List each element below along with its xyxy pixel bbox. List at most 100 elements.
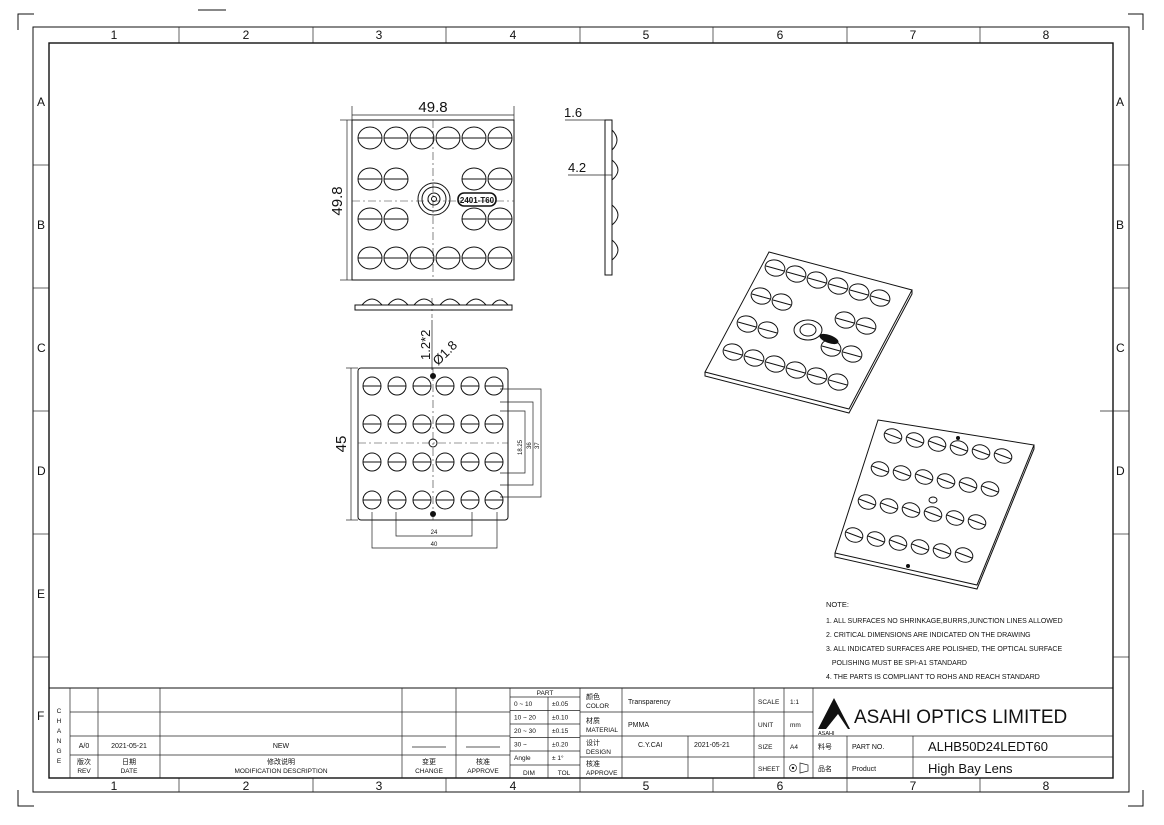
design-label: DESIGN (586, 749, 611, 756)
column-label: 1 (111, 779, 118, 793)
desc-label-cn: 修改说明 (267, 757, 295, 766)
partno-value: ALHB50D24LEDT60 (928, 739, 1048, 754)
side-view: 1.6 4.2 (564, 105, 619, 276)
note-2: 2. CRITICAL DIMENSIONS ARE INDICATED ON … (826, 632, 1031, 639)
row-label: B (1116, 218, 1124, 232)
row-label: E (37, 587, 45, 601)
dim-top-width: 49.8 (418, 99, 447, 116)
dim-hole-dia: Ø1.8 (430, 338, 461, 369)
note-3: 3. ALL INDICATED SURFACES ARE POLISHED, … (826, 646, 1062, 653)
dim-37: 37 (535, 442, 541, 449)
dim-40: 40 (431, 542, 438, 548)
projection-symbol-icon (789, 762, 809, 774)
date-label: DATE (121, 768, 139, 775)
zone-ticks (33, 27, 1129, 792)
row-label: D (1116, 464, 1125, 478)
note-4: POLISHING MUST BE SPI-A1 STANDARD (826, 660, 967, 667)
color-label: COLOR (586, 703, 609, 710)
approve-label: APPROVE (467, 768, 499, 775)
color-value: Transparency (628, 699, 671, 706)
design-cn: 设计 (586, 738, 600, 747)
part-mark-label: 2401-T60 (460, 196, 495, 205)
company-small: ASAHI (818, 731, 835, 737)
row-label: A (1116, 95, 1124, 109)
row-label: C (1116, 341, 1125, 355)
tol-range: 10 ~ 20 (514, 715, 536, 722)
date-label-cn: 日期 (122, 758, 136, 766)
product-label: Product (852, 766, 876, 773)
approve2-label: APPROVE (586, 770, 618, 777)
row-label: B (37, 218, 45, 232)
rev-label: REV (77, 768, 91, 775)
front-section-view: 1.2*2 (354, 298, 513, 370)
rev-value: A/0 (79, 743, 90, 750)
top-view: 2401-T60 49.8 49.8 (329, 99, 515, 281)
row-label: F (37, 709, 44, 723)
design-date: 2021-05-21 (694, 742, 730, 749)
dim-gap: 1.2*2 (418, 330, 433, 360)
partno-label: PART NO. (852, 744, 884, 751)
tol-range: 0 ~ 10 (514, 701, 533, 708)
approve2-cn: 核准 (586, 759, 600, 768)
scale-value: 1:1 (790, 699, 799, 706)
change-letter: N (57, 738, 62, 745)
date-value: 2021-05-21 (111, 743, 147, 750)
tol-value: ±0.20 (552, 742, 569, 749)
column-label: 5 (643, 28, 650, 42)
desc-value: NEW (273, 743, 290, 750)
column-label: 6 (777, 28, 784, 42)
material-label: MATERIAL (586, 727, 618, 734)
dim-24: 24 (431, 530, 438, 536)
column-label: 8 (1043, 779, 1050, 793)
approve-cn: 核准 (476, 757, 490, 766)
notes: NOTE: 1. ALL SURFACES NO SHRINKAGE,BURRS… (826, 600, 1063, 681)
product-cn: 品名 (818, 764, 832, 773)
tol-label: TOL (558, 770, 571, 777)
column-label: 7 (910, 28, 917, 42)
tol-value: ±0.15 (552, 728, 569, 735)
isometric-top-view (704, 251, 913, 414)
size-label: SIZE (758, 744, 773, 751)
company-name: ASAHI OPTICS LIMITED (854, 707, 1067, 728)
bottom-view: Ø1.8 45 18.25 36 37 24 40 (333, 338, 542, 549)
tol-value: ±0.10 (552, 715, 569, 722)
note-1: 1. ALL SURFACES NO SHRINKAGE,BURRS,JUNCT… (826, 618, 1063, 625)
change-letter: A (57, 728, 62, 735)
tol-value: ±0.05 (552, 701, 569, 708)
dim-18-25: 18.25 (518, 439, 524, 455)
tol-range: 20 ~ 30 (514, 728, 536, 735)
column-label: 1 (111, 28, 118, 42)
partno-cn: 料号 (818, 742, 832, 751)
corner-marks (17, 9, 1144, 807)
column-label: 6 (777, 779, 784, 793)
dim-36: 36 (527, 442, 533, 449)
unit-label: UNIT (758, 722, 773, 729)
tol-header: PART (537, 690, 554, 697)
change-letter: C (57, 708, 62, 715)
change-label: CHANGE (415, 768, 443, 775)
unit-value: mm (790, 722, 801, 729)
sheet-label: SHEET (758, 766, 780, 773)
desc-label: MODIFICATION DESCRIPTION (234, 768, 327, 775)
dim-side-height: 4.2 (568, 160, 586, 175)
size-value: A4 (790, 744, 798, 751)
rev-label-cn: 版次 (77, 757, 91, 766)
tol-range: Angle (514, 755, 531, 762)
asahi-logo-icon (818, 698, 850, 729)
outer-frame (32, 26, 1130, 793)
column-label: 3 (376, 28, 383, 42)
column-label: 8 (1043, 28, 1050, 42)
column-label: 2 (243, 779, 250, 793)
column-label: 2 (243, 28, 250, 42)
row-label: A (37, 95, 45, 109)
material-cn: 材质 (586, 716, 600, 725)
row-label: D (37, 464, 46, 478)
dim-label: DIM (523, 770, 535, 777)
color-cn: 颜色 (586, 692, 600, 701)
column-label: 7 (910, 779, 917, 793)
note-5: 4. THE PARTS IS COMPLIANT TO ROHS AND RE… (826, 674, 1040, 681)
column-label: 4 (510, 28, 517, 42)
isometric-bottom-view (834, 419, 1035, 590)
